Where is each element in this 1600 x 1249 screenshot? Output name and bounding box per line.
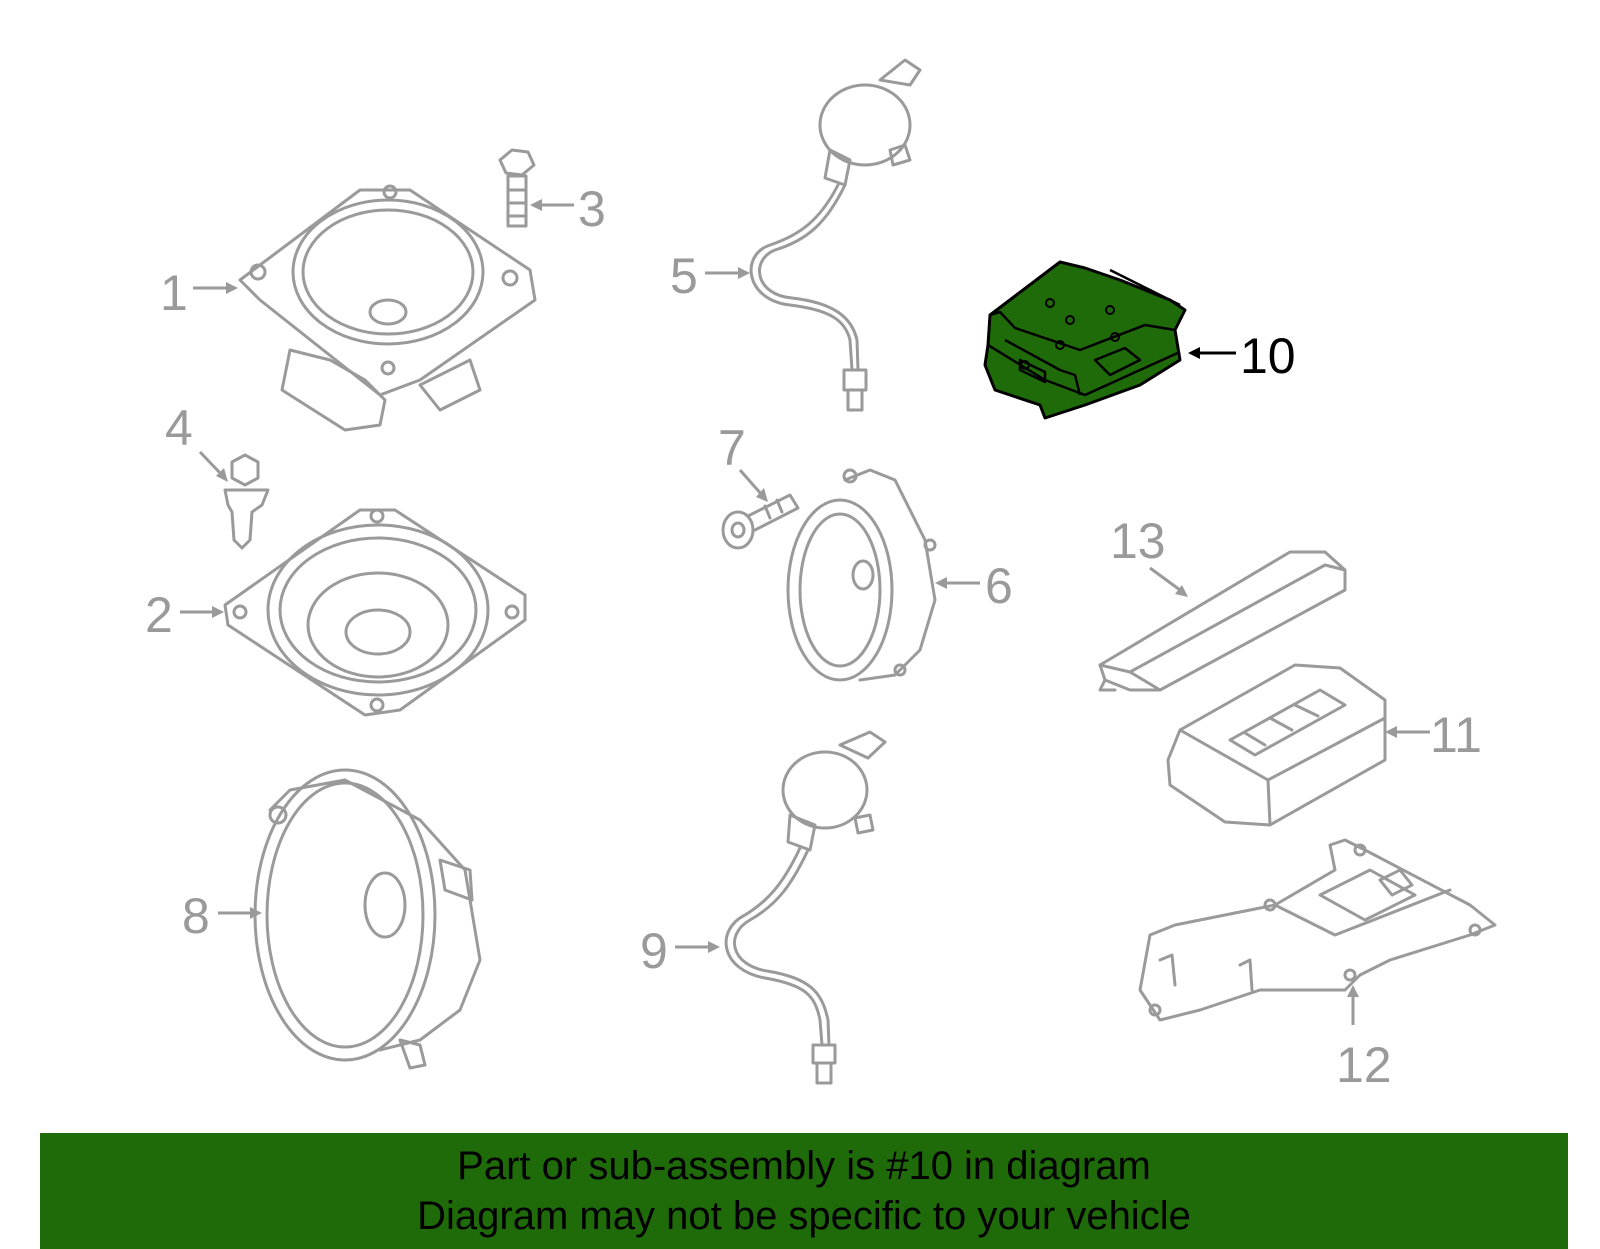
label-1: 1	[160, 265, 238, 321]
svg-text:5: 5	[670, 248, 698, 304]
part-9-tweeter[interactable]	[724, 730, 887, 1085]
parts-diagram: 1 3 4 2	[145, 58, 1497, 1093]
label-4: 4	[165, 400, 228, 482]
label-8: 8	[182, 888, 262, 944]
svg-text:11: 11	[1430, 707, 1482, 763]
part-7-screw[interactable]	[721, 493, 800, 550]
svg-text:9: 9	[640, 923, 668, 979]
info-banner: Part or sub-assembly is #10 in diagram D…	[40, 1133, 1568, 1249]
label-9: 9	[640, 923, 720, 979]
part-1-speaker[interactable]	[238, 184, 537, 432]
svg-text:3: 3	[578, 181, 606, 237]
banner-line-2: Diagram may not be specific to your vehi…	[417, 1194, 1191, 1238]
svg-text:13: 13	[1110, 513, 1166, 569]
label-2: 2	[145, 587, 224, 643]
banner-line-1: Part or sub-assembly is #10 in diagram	[457, 1144, 1151, 1188]
part-8-speaker[interactable]	[253, 768, 482, 1070]
part-3-bolt[interactable]	[498, 148, 536, 228]
label-13: 13	[1110, 513, 1188, 597]
svg-text:7: 7	[718, 420, 746, 476]
svg-text:4: 4	[165, 400, 193, 456]
part-11-amplifier[interactable]	[1166, 663, 1387, 827]
label-5: 5	[670, 248, 750, 304]
svg-text:2: 2	[145, 587, 173, 643]
label-11: 11	[1385, 707, 1482, 763]
label-6: 6	[935, 558, 1013, 614]
part-2-speaker[interactable]	[223, 508, 527, 717]
svg-text:12: 12	[1336, 1037, 1392, 1093]
svg-text:10: 10	[1240, 328, 1296, 384]
part-5-tweeter[interactable]	[749, 58, 922, 412]
part-4-clip[interactable]	[223, 453, 270, 550]
label-3: 3	[530, 181, 606, 237]
part-6-speaker[interactable]	[786, 468, 937, 682]
label-7: 7	[718, 420, 768, 502]
part-13-cover[interactable]	[1098, 550, 1347, 692]
label-12: 12	[1336, 985, 1392, 1093]
part-10-module[interactable]	[983, 260, 1187, 420]
svg-text:8: 8	[182, 888, 210, 944]
svg-text:6: 6	[985, 558, 1013, 614]
part-12-bracket[interactable]	[1138, 838, 1497, 1022]
svg-text:1: 1	[160, 265, 188, 321]
label-10: 10	[1188, 328, 1296, 384]
